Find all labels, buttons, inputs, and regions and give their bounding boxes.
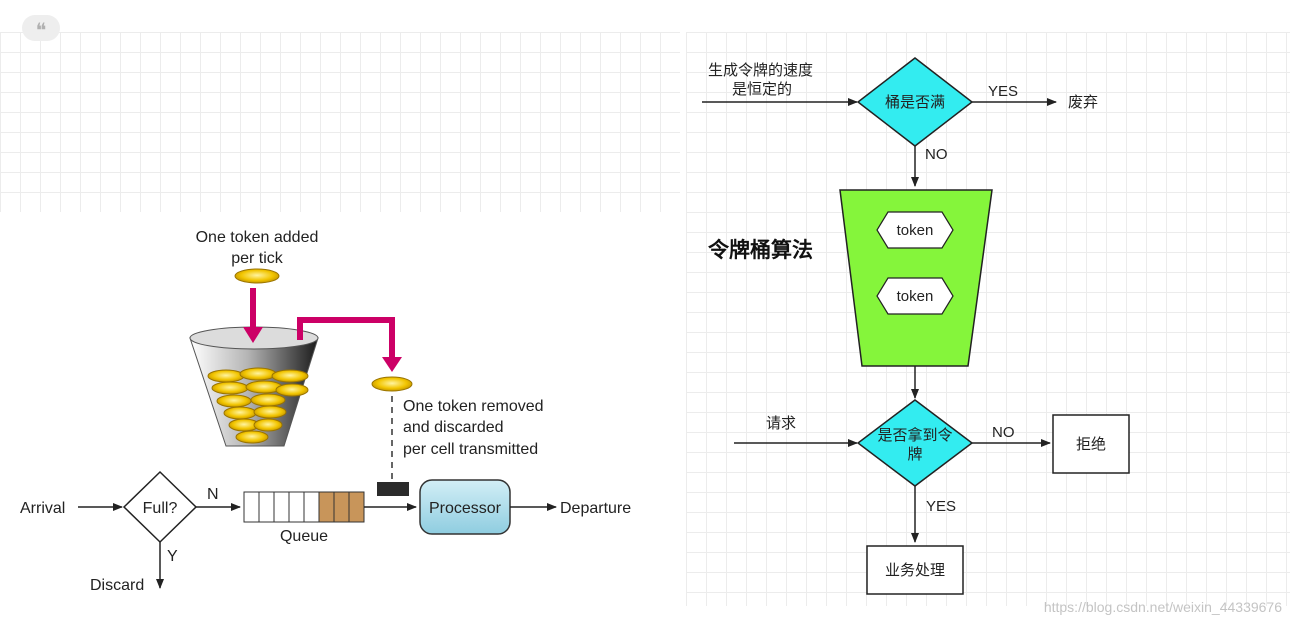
token-out-pipe — [297, 317, 395, 360]
token-removed-label-1: One token removed — [403, 398, 544, 415]
right-grid — [686, 32, 1290, 606]
queue-cells — [243, 491, 365, 523]
get-token-no-label: NO — [992, 424, 1015, 441]
discard-label: Discard — [90, 577, 144, 594]
rate-note-line-1: 生成令牌的速度 — [708, 62, 813, 79]
token-bucket-illustration: One token added per tick — [20, 229, 631, 594]
token-bucket-flowchart: 生成令牌的速度 是恒定的 桶是否满 YES 废弃 NO 令牌桶算法 token … — [702, 57, 1130, 595]
departure-label: Departure — [560, 500, 631, 517]
token-hexagon-1-label: token — [897, 222, 934, 239]
get-token-label-1: 是否拿到令 — [877, 426, 952, 444]
token-gate-block — [377, 482, 409, 496]
token-out-arrowhead — [382, 357, 402, 372]
removed-token-coin — [371, 376, 413, 392]
get-token-label-2: 牌 — [907, 446, 922, 463]
rate-note-line-2: 是恒定的 — [732, 81, 792, 98]
arrival-label: Arrival — [20, 500, 65, 517]
bucket-coins — [207, 367, 309, 444]
reject-box — [1052, 414, 1130, 474]
quote-icon: ❝ — [22, 15, 60, 42]
token-in-arrowhead — [243, 327, 263, 343]
bucket-full-label: 桶是否满 — [885, 94, 945, 111]
token-hexagon-2-label: token — [897, 288, 934, 305]
incoming-token-coin — [234, 268, 280, 284]
discard-token-label: 废弃 — [1068, 94, 1098, 111]
token-added-label-1: One token added — [196, 229, 319, 246]
token-hexagon-1 — [876, 211, 954, 249]
reject-label: 拒绝 — [1076, 436, 1106, 453]
token-hexagon-2 — [876, 277, 954, 315]
yes-branch-label: Y — [167, 548, 178, 565]
algorithm-title: 令牌桶算法 — [708, 238, 813, 262]
bucket-full-no-label: NO — [925, 146, 948, 163]
processor-label: Processor — [429, 500, 502, 517]
token-removed-label-3: per cell transmitted — [403, 441, 538, 458]
request-label: 请求 — [766, 415, 796, 432]
process-box — [866, 545, 964, 595]
no-branch-label: N — [207, 486, 219, 503]
token-added-label-2: per tick — [231, 250, 284, 267]
token-removed-label-2: and discarded — [403, 419, 504, 436]
top-left-grid — [0, 32, 680, 212]
queue-label: Queue — [280, 528, 328, 545]
get-token-yes-label: YES — [926, 498, 956, 515]
watermark: https://blog.csdn.net/weixin_44339676 — [1044, 599, 1282, 615]
bucket-full-yes-label: YES — [988, 83, 1018, 100]
process-label: 业务处理 — [885, 562, 945, 579]
full-decision-label: Full? — [143, 500, 178, 517]
